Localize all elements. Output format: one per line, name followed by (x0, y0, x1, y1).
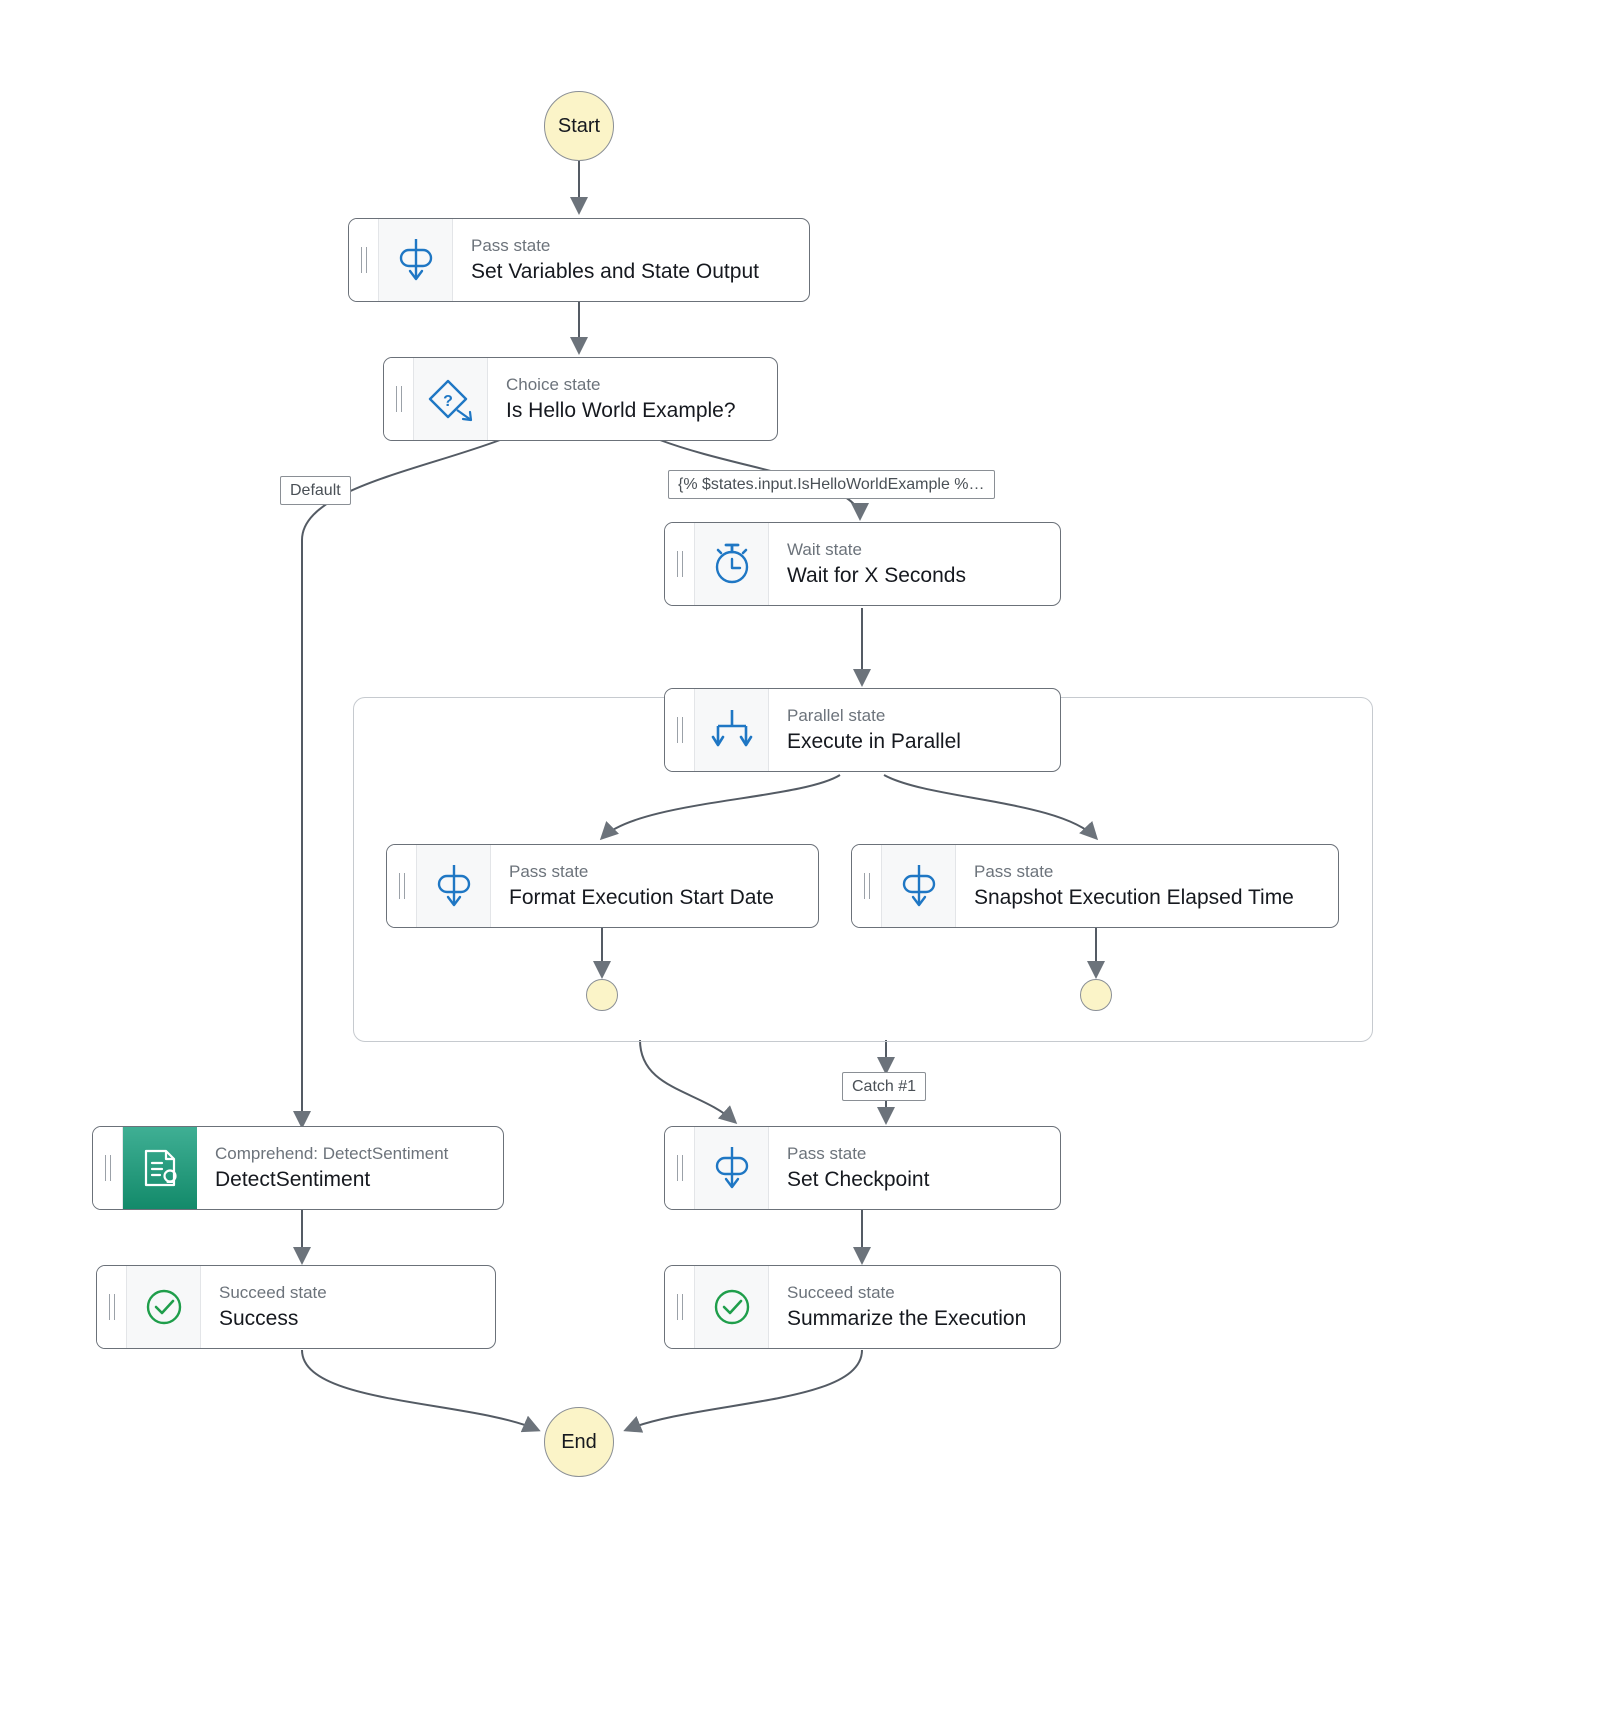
start-terminal[interactable]: Start (544, 91, 614, 161)
edge-label-catch: Catch #1 (842, 1072, 927, 1102)
edge-label-catch-text: Catch #1 (852, 1078, 917, 1095)
end-label: End (561, 1430, 597, 1453)
state-title-label: Success (219, 1306, 299, 1330)
wait-state-icon (695, 523, 769, 605)
state-node-snapshot-execution-elapsed-time[interactable]: Pass state Snapshot Execution Elapsed Ti… (851, 844, 1339, 928)
state-node-summarize-the-execution[interactable]: Succeed state Summarize the Execution (664, 1265, 1061, 1349)
drag-handle-icon[interactable] (387, 845, 417, 927)
pass-state-icon (882, 845, 956, 927)
svg-text:?: ? (443, 393, 453, 410)
state-title-label: Is Hello World Example? (506, 398, 736, 422)
state-node-set-variables-and-state-output[interactable]: Pass state Set Variables and State Outpu… (348, 218, 810, 302)
state-node-execute-in-parallel[interactable]: Parallel state Execute in Parallel (664, 688, 1061, 772)
edge-label-condition: {% $states.input.IsHelloWorldExample %… (668, 470, 995, 500)
state-kind-label: Parallel state (787, 705, 886, 725)
state-kind-label: Pass state (787, 1143, 867, 1163)
edge-label-default-text: Default (290, 482, 341, 499)
state-node-format-execution-start-date[interactable]: Pass state Format Execution Start Date (386, 844, 819, 928)
edge-label-condition-text: {% $states.input.IsHelloWorldExample %… (678, 476, 985, 493)
drag-handle-icon[interactable] (665, 1266, 695, 1348)
parallel-state-icon (695, 689, 769, 771)
state-title-label: Snapshot Execution Elapsed Time (974, 885, 1294, 909)
state-kind-label: Comprehend: DetectSentiment (215, 1143, 449, 1163)
state-node-success[interactable]: Succeed state Success (96, 1265, 496, 1349)
state-node-wait-for-x-seconds[interactable]: Wait state Wait for X Seconds (664, 522, 1061, 606)
comprehend-icon (123, 1127, 197, 1209)
state-title-label: Execute in Parallel (787, 729, 961, 753)
succeed-state-icon (695, 1266, 769, 1348)
drag-handle-icon[interactable] (97, 1266, 127, 1348)
drag-handle-icon[interactable] (665, 1127, 695, 1209)
pass-state-icon (379, 219, 453, 301)
edge-label-default: Default (280, 476, 351, 506)
state-node-detect-sentiment[interactable]: Comprehend: DetectSentiment DetectSentim… (92, 1126, 504, 1210)
state-title-label: Set Checkpoint (787, 1167, 930, 1191)
state-kind-label: Succeed state (787, 1282, 895, 1302)
pass-state-icon (695, 1127, 769, 1209)
drag-handle-icon[interactable] (349, 219, 379, 301)
start-label: Start (557, 114, 601, 137)
state-node-set-checkpoint[interactable]: Pass state Set Checkpoint (664, 1126, 1061, 1210)
state-kind-label: Choice state (506, 374, 601, 394)
choice-state-icon: ? (414, 358, 488, 440)
state-kind-label: Pass state (471, 235, 551, 255)
state-title-label: Wait for X Seconds (787, 563, 966, 587)
parallel-branch-end-dot-left (586, 979, 618, 1011)
state-title-label: Set Variables and State Output (471, 259, 759, 283)
state-kind-label: Succeed state (219, 1282, 327, 1302)
end-terminal[interactable]: End (544, 1407, 614, 1477)
state-kind-label: Wait state (787, 539, 862, 559)
state-title-label: Format Execution Start Date (509, 885, 774, 909)
drag-handle-icon[interactable] (665, 523, 695, 605)
state-kind-label: Pass state (974, 861, 1054, 881)
state-node-is-hello-world-example[interactable]: ? Choice state Is Hello World Example? (383, 357, 778, 441)
drag-handle-icon[interactable] (852, 845, 882, 927)
drag-handle-icon[interactable] (665, 689, 695, 771)
drag-handle-icon[interactable] (93, 1127, 123, 1209)
state-title-label: DetectSentiment (215, 1167, 371, 1191)
state-kind-label: Pass state (509, 861, 589, 881)
parallel-branch-end-dot-right (1080, 979, 1112, 1011)
drag-handle-icon[interactable] (384, 358, 414, 440)
state-title-label: Summarize the Execution (787, 1306, 1027, 1330)
pass-state-icon (417, 845, 491, 927)
succeed-state-icon (127, 1266, 201, 1348)
